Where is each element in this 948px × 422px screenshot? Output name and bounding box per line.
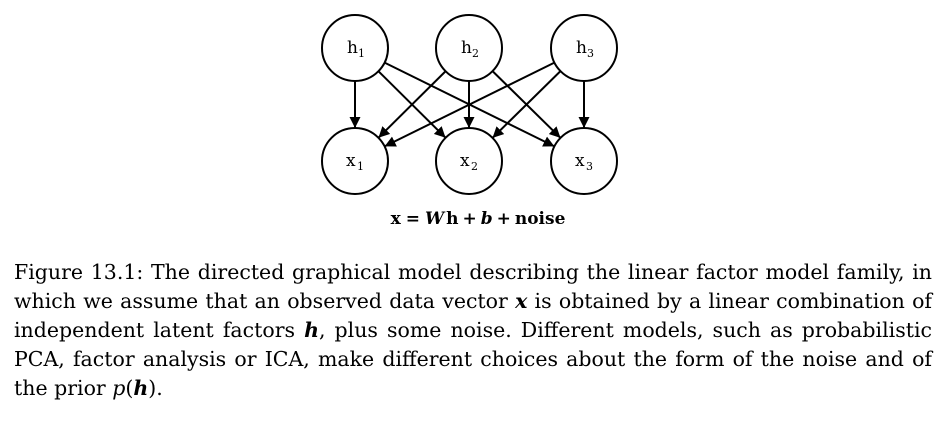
caption-part-3: , plus some noise. Different models, suc… — [14, 318, 932, 400]
caption-symbol-h-prior: h — [133, 376, 149, 400]
caption-open-paren: ( — [125, 376, 134, 400]
edge-h3-to-x1 — [384, 61, 555, 148]
caption-symbol-h: h — [304, 318, 319, 342]
eq-x: x — [391, 209, 402, 229]
node-x1: x 1 — [321, 127, 389, 195]
eq-equals: = — [406, 209, 420, 229]
eq-W: W — [425, 209, 446, 229]
edge-h2-to-x1 — [377, 70, 447, 139]
node-h3-base: h — [576, 38, 587, 58]
caption-close: ). — [148, 376, 163, 400]
node-h3: h 3 — [550, 14, 618, 82]
node-x2-sub: 2 — [471, 160, 478, 173]
eq-b: b — [481, 209, 493, 229]
eq-h: h — [446, 209, 458, 229]
caption-part-1: Figure 13.1: The directed graphical mode… — [14, 260, 932, 313]
figure-caption: Figure 13.1: The directed graphical mode… — [14, 258, 932, 403]
eq-noise: noise — [515, 209, 566, 229]
edge-h3-to-x2 — [491, 70, 562, 139]
node-h1-base: h — [347, 38, 358, 58]
caption-prior-p: p — [112, 376, 126, 400]
eq-plus2: + — [497, 209, 511, 229]
node-h2: h 2 — [435, 14, 503, 82]
node-x1-sub: 1 — [357, 160, 364, 173]
node-x1-base: x — [346, 151, 356, 171]
node-h1-sub: 1 — [358, 47, 365, 60]
node-x2-base: x — [460, 151, 470, 171]
node-x3-sub: 3 — [586, 160, 593, 173]
node-h3-sub: 3 — [587, 47, 594, 60]
edge-layer — [349, 61, 590, 148]
caption-symbol-x: x — [515, 289, 528, 313]
node-x3: x 3 — [550, 127, 618, 195]
node-h1: h 1 — [321, 14, 389, 82]
caption-part-2: is obtained by a linear combination of i… — [14, 289, 932, 342]
eq-plus1: + — [462, 209, 476, 229]
node-h2-base: h — [461, 38, 472, 58]
node-h2-sub: 2 — [472, 47, 479, 60]
node-x2: x 2 — [435, 127, 503, 195]
node-x3-base: x — [575, 151, 585, 171]
